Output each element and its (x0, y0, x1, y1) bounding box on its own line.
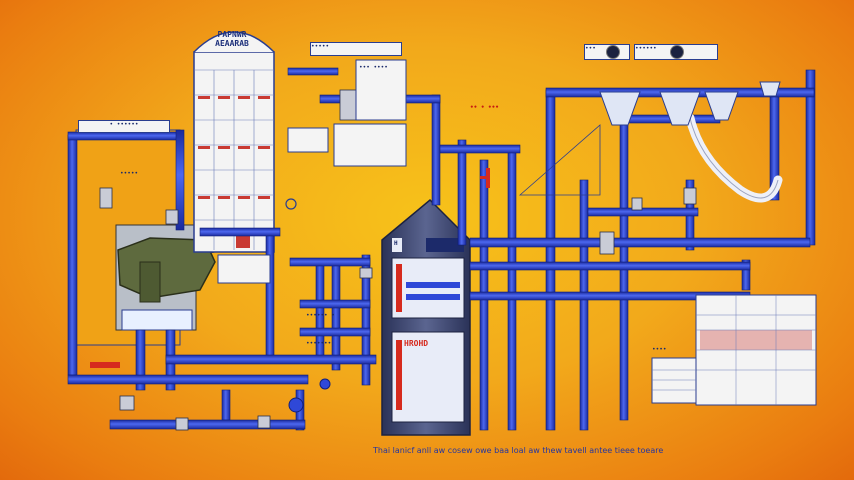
top-box-label: ••••• (310, 42, 402, 56)
flex-hose-edge (689, 117, 779, 199)
left-panel-label: • •••••• (78, 120, 170, 133)
gauge-box-2-label: •••••• (635, 45, 657, 52)
pressure-dial-small (285, 198, 297, 210)
tank-display (426, 238, 464, 252)
left-red-tag (90, 362, 120, 368)
tower-title-line1: PAPNWR (217, 30, 247, 39)
pressure-gauge-1 (606, 45, 620, 59)
mid-left-info-box (287, 127, 329, 153)
tank-red-strip-2 (396, 340, 402, 410)
horizontal-pipes (67, 67, 815, 430)
tank-blue-bar-1 (406, 282, 460, 288)
info-box-top-text: ••• •••• (359, 64, 388, 71)
pump-body (139, 261, 161, 303)
inline-valve (319, 378, 331, 390)
tower-side-box (217, 254, 271, 284)
red-callout: •• • ••• (470, 104, 499, 111)
mid-label-2: ••••••• (306, 340, 332, 347)
pressure-gauge-2 (670, 45, 684, 59)
diagram-caption: Thai lanicf anll aw cosew owe baa loal a… (373, 446, 664, 455)
tank-red-strip-1 (396, 264, 402, 312)
info-table-small (651, 357, 697, 404)
mid-info-box (333, 123, 407, 167)
left-panel-text: ••••• (120, 170, 139, 177)
tank-lower-panel (391, 331, 465, 423)
flex-hose (685, 113, 783, 203)
support-triangle (518, 124, 601, 196)
filter-funnels (599, 81, 781, 126)
tank-blue-bar-2 (406, 294, 460, 300)
info-table-right (695, 294, 817, 406)
pump-base-plate (121, 309, 193, 331)
right-side-label: •••• (652, 346, 667, 353)
top-info-box (355, 59, 407, 121)
tower-title-line2: AEAARAB (215, 39, 249, 48)
valve-fittings (99, 89, 697, 431)
gauge-box-1-label: ••• (585, 45, 596, 52)
heater-tag: HROHD (404, 340, 429, 347)
red-indicator-bar (480, 176, 490, 179)
tank-h-panel (392, 238, 402, 252)
check-valve (288, 397, 304, 413)
mid-label-1: •••••• • (306, 312, 335, 319)
tower-dome (193, 31, 275, 53)
tank-h-label: H (394, 240, 398, 247)
tower-title: PAPNWR AEAARAB (200, 30, 264, 48)
tower-grid (194, 69, 274, 250)
